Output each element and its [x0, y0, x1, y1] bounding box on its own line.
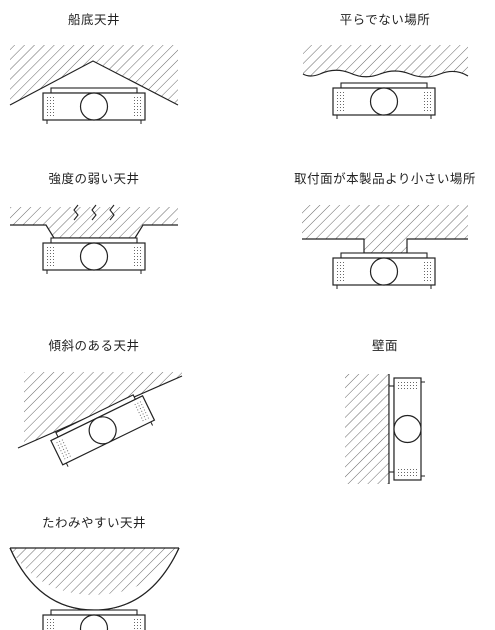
label-small-mount-surface: 取付面が本製品より小さい場所 [294, 171, 476, 186]
diagram-sloped-ceiling [17, 372, 183, 470]
diagram-weak-ceiling [10, 204, 178, 275]
label-uneven-surface: 平らでない場所 [339, 12, 431, 27]
label-ship-bottom-ceiling: 船底天井 [67, 12, 121, 27]
diagram-uneven-surface [302, 45, 469, 120]
diagram-sagging-ceiling [9, 547, 180, 630]
label-wall: 壁面 [371, 338, 399, 353]
diagram-ship-bottom-ceiling [9, 45, 179, 125]
label-sloped-ceiling: 傾斜のある天井 [48, 338, 140, 353]
diagram-wall [345, 374, 426, 484]
label-sagging-ceiling: たわみやすい天井 [41, 515, 147, 530]
diagram-small-mount-surface [302, 205, 468, 290]
label-weak-ceiling: 強度の弱い天井 [48, 171, 140, 186]
